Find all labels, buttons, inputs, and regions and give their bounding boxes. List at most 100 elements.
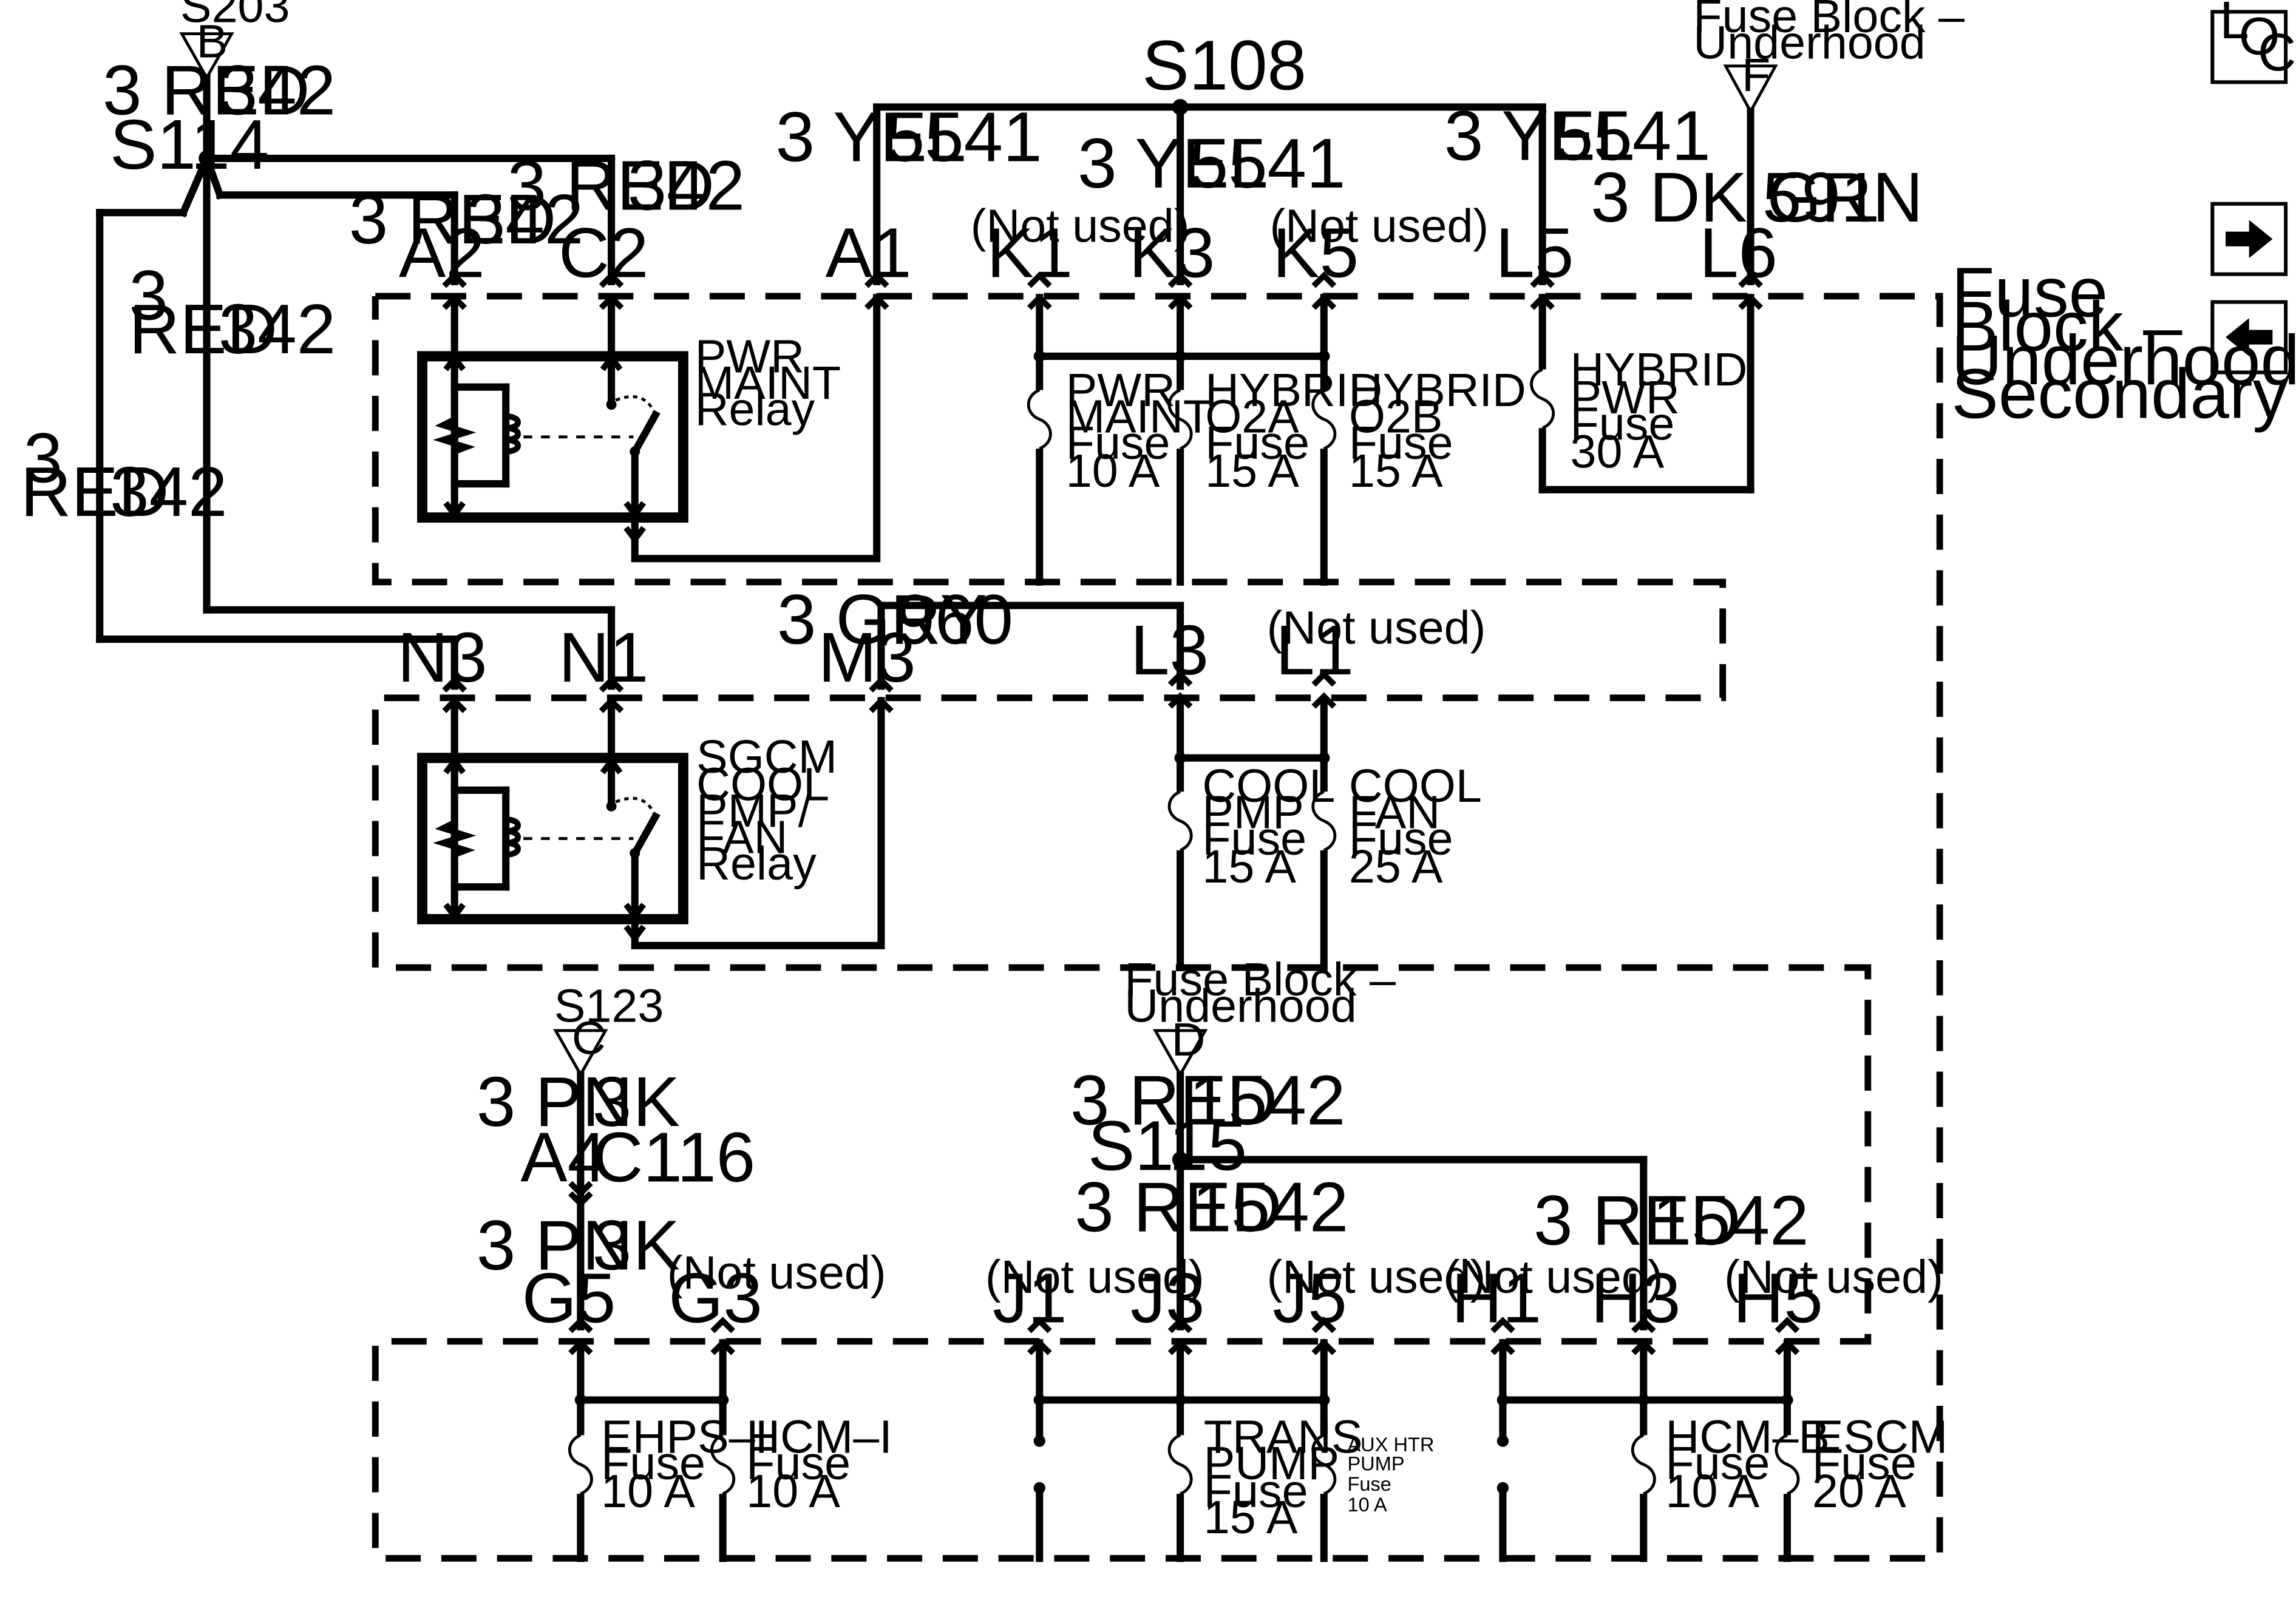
fuse-hybrid-o2a-l2: O2A: [1205, 391, 1299, 443]
pin-k1-not-used: (Not used): [971, 200, 1190, 253]
sgcm-relay-label-4: FAN: [696, 812, 787, 864]
svg-text:F: F: [1742, 49, 1770, 101]
pin-l6: L6: [1699, 214, 1778, 293]
fuse-hcm-b-l1: HCM–B: [1666, 1411, 1830, 1463]
pwr-maint-relay-label-3: Relay: [695, 383, 815, 435]
sgcm-relay-label-2: COOL: [696, 759, 829, 811]
wire-n1-circuit: 342: [219, 290, 336, 368]
fuse-cool-pmp-l3: Fuse: [1202, 813, 1306, 865]
pin-j5-not-used: (Not used): [1267, 1251, 1486, 1303]
connector-c116-chevrons: [568, 1181, 593, 1208]
fuse-cool-pmp-l1: COOL: [1202, 760, 1335, 812]
loc-button[interactable]: L O C: [2210, 0, 2296, 84]
wire-n3-color-a: 3: [24, 419, 63, 498]
block-title-line4: Secondary: [1951, 354, 2288, 433]
wire-pnk-lower-color: 3 PNK: [477, 1206, 680, 1285]
sgcm-relay-label-5: Relay: [696, 838, 817, 890]
wire-k3-color: 3 YEL: [1078, 124, 1268, 203]
fuse-aux-htr-l4: 10 A: [1347, 1493, 1387, 1516]
pin-h1-not-used: (Not used): [1444, 1251, 1663, 1303]
fuse-ehps-l1: EHPS–I: [601, 1411, 768, 1463]
wire-a1-color: 3 YEL: [776, 98, 966, 177]
wire-j3-circuit: 1542: [1192, 1168, 1348, 1247]
upper-fuse-bus: [1026, 294, 1337, 586]
wire-l6-circuit: 591: [1762, 158, 1880, 237]
pin-k3: K3: [1129, 214, 1215, 293]
s108-wires: [873, 103, 1546, 285]
connector-c116-pin: A4: [520, 1118, 606, 1197]
wire-w1-color: 3 RED: [103, 50, 310, 129]
next-page-button[interactable]: [2210, 202, 2288, 276]
splice-s114-dot: [199, 150, 215, 167]
fuse-hcm-b-l3: 10 A: [1666, 1465, 1760, 1517]
fuse-escm-l3: 20 A: [1812, 1465, 1906, 1517]
wire-l5-color: 3 YEL: [1444, 96, 1635, 175]
fuse-cool-fan-l3: Fuse: [1349, 813, 1453, 865]
wire-d-color: 3 RED: [1070, 1060, 1277, 1139]
fuse-hcm-i-l1: HCM–I: [746, 1411, 892, 1463]
pin-l1-not-used: (Not used): [1267, 602, 1486, 654]
pin-h3: H3: [1591, 1258, 1680, 1337]
connector-c116-name: C116: [593, 1118, 756, 1197]
gry-960-wire: [877, 602, 1184, 690]
svg-text:B: B: [197, 15, 228, 67]
fuse-trans-pump-l4: 15 A: [1204, 1491, 1298, 1544]
splice-s115-dot: [1172, 1151, 1189, 1168]
fuse-hybrid-o2a-l1: HYBRID: [1205, 364, 1382, 416]
pin-k1: K1: [987, 214, 1073, 293]
wire-a1-circuit: 5541: [886, 98, 1042, 177]
pin-g5: G5: [522, 1258, 616, 1337]
fuse-escm-l1: ESCM: [1812, 1411, 1948, 1463]
pwr-maint-relay-label-2: MAINT: [695, 357, 841, 409]
splice-s123-triangle: C: [553, 1012, 608, 1078]
sgcm-relay-label-3: PMP/: [696, 785, 811, 837]
prev-page-button[interactable]: [2210, 300, 2288, 375]
middle-connector-chevrons: [442, 670, 1337, 713]
fuse-pwr-maint-l3: Fuse: [1066, 417, 1170, 469]
pin-j3: J3: [1130, 1258, 1204, 1337]
fuse-trans-pump-l1: TRANS: [1204, 1411, 1363, 1463]
pin-n1: N1: [559, 618, 648, 697]
wire-h3-color: 3 RED: [1533, 1181, 1741, 1259]
pin-k5-not-used: (Not used): [1269, 200, 1489, 253]
pin-l3: L3: [1130, 611, 1209, 690]
fuse-cool-pmp-l2: PMP: [1202, 787, 1303, 839]
fuse-cool-fan-l1: COOL: [1349, 760, 1482, 812]
wire-c2-circuit: 342: [628, 146, 745, 225]
wire-n1-color-b: RED: [129, 290, 278, 368]
fuse-pwr-maint-l4: 10 A: [1066, 445, 1160, 497]
fuse-block-d-label-1: Fuse Block –: [1124, 954, 1396, 1006]
wire-l5-circuit: 5541: [1554, 96, 1711, 175]
splice-s115-label: S115: [1088, 1106, 1247, 1185]
fuse-block-f-triangle: F: [1723, 49, 1778, 115]
fuse-hybrid-o2b-l3: Fuse: [1349, 417, 1453, 469]
fuse-hybrid-pwr-l1: HYBRID: [1571, 344, 1748, 396]
loc-letter-l: L: [2220, 0, 2249, 50]
fuse-aux-htr-l1: AUX HTR: [1347, 1433, 1434, 1456]
wire-j3-color: 3 RED: [1075, 1168, 1282, 1247]
fuse-ehps-l2: Fuse: [601, 1437, 705, 1490]
fuse-hcm-i-l2: Fuse: [746, 1437, 851, 1490]
wire-c2-color: 3 RED: [508, 146, 715, 225]
pwr-maint-relay: [417, 294, 881, 563]
wire-n3-circuit: 342: [110, 452, 227, 531]
pin-n3: N3: [397, 618, 487, 697]
wire-pnk-lower-circuit: 3: [593, 1206, 631, 1285]
wire-a2-color: 3 RED: [349, 180, 556, 259]
fuse-block-f-label-1: Fuse Block –: [1693, 0, 1965, 42]
fuse-hybrid-pwr-l4: 30 A: [1571, 425, 1665, 478]
pin-j1: J1: [993, 1258, 1067, 1337]
fuse-trans-pump-l2: PUMP: [1204, 1437, 1339, 1490]
pin-j5: J5: [1272, 1258, 1347, 1337]
fuse-hybrid-o2b-l1: HYBRID: [1349, 364, 1526, 416]
block-title-line1: Fuse: [1951, 253, 2108, 332]
pin-h5: H5: [1733, 1258, 1823, 1337]
loc-letter-o: O: [2239, 7, 2280, 66]
pin-a1: A1: [826, 214, 912, 293]
pin-h5-not-used: (Not used): [1724, 1251, 1943, 1303]
red-1542-wires: [1177, 1071, 1648, 1331]
fuse-escm-l2: Fuse: [1812, 1437, 1917, 1490]
splice-s108-dot: [1172, 99, 1189, 115]
fuse-hybrid-pwr: [1529, 294, 1754, 493]
